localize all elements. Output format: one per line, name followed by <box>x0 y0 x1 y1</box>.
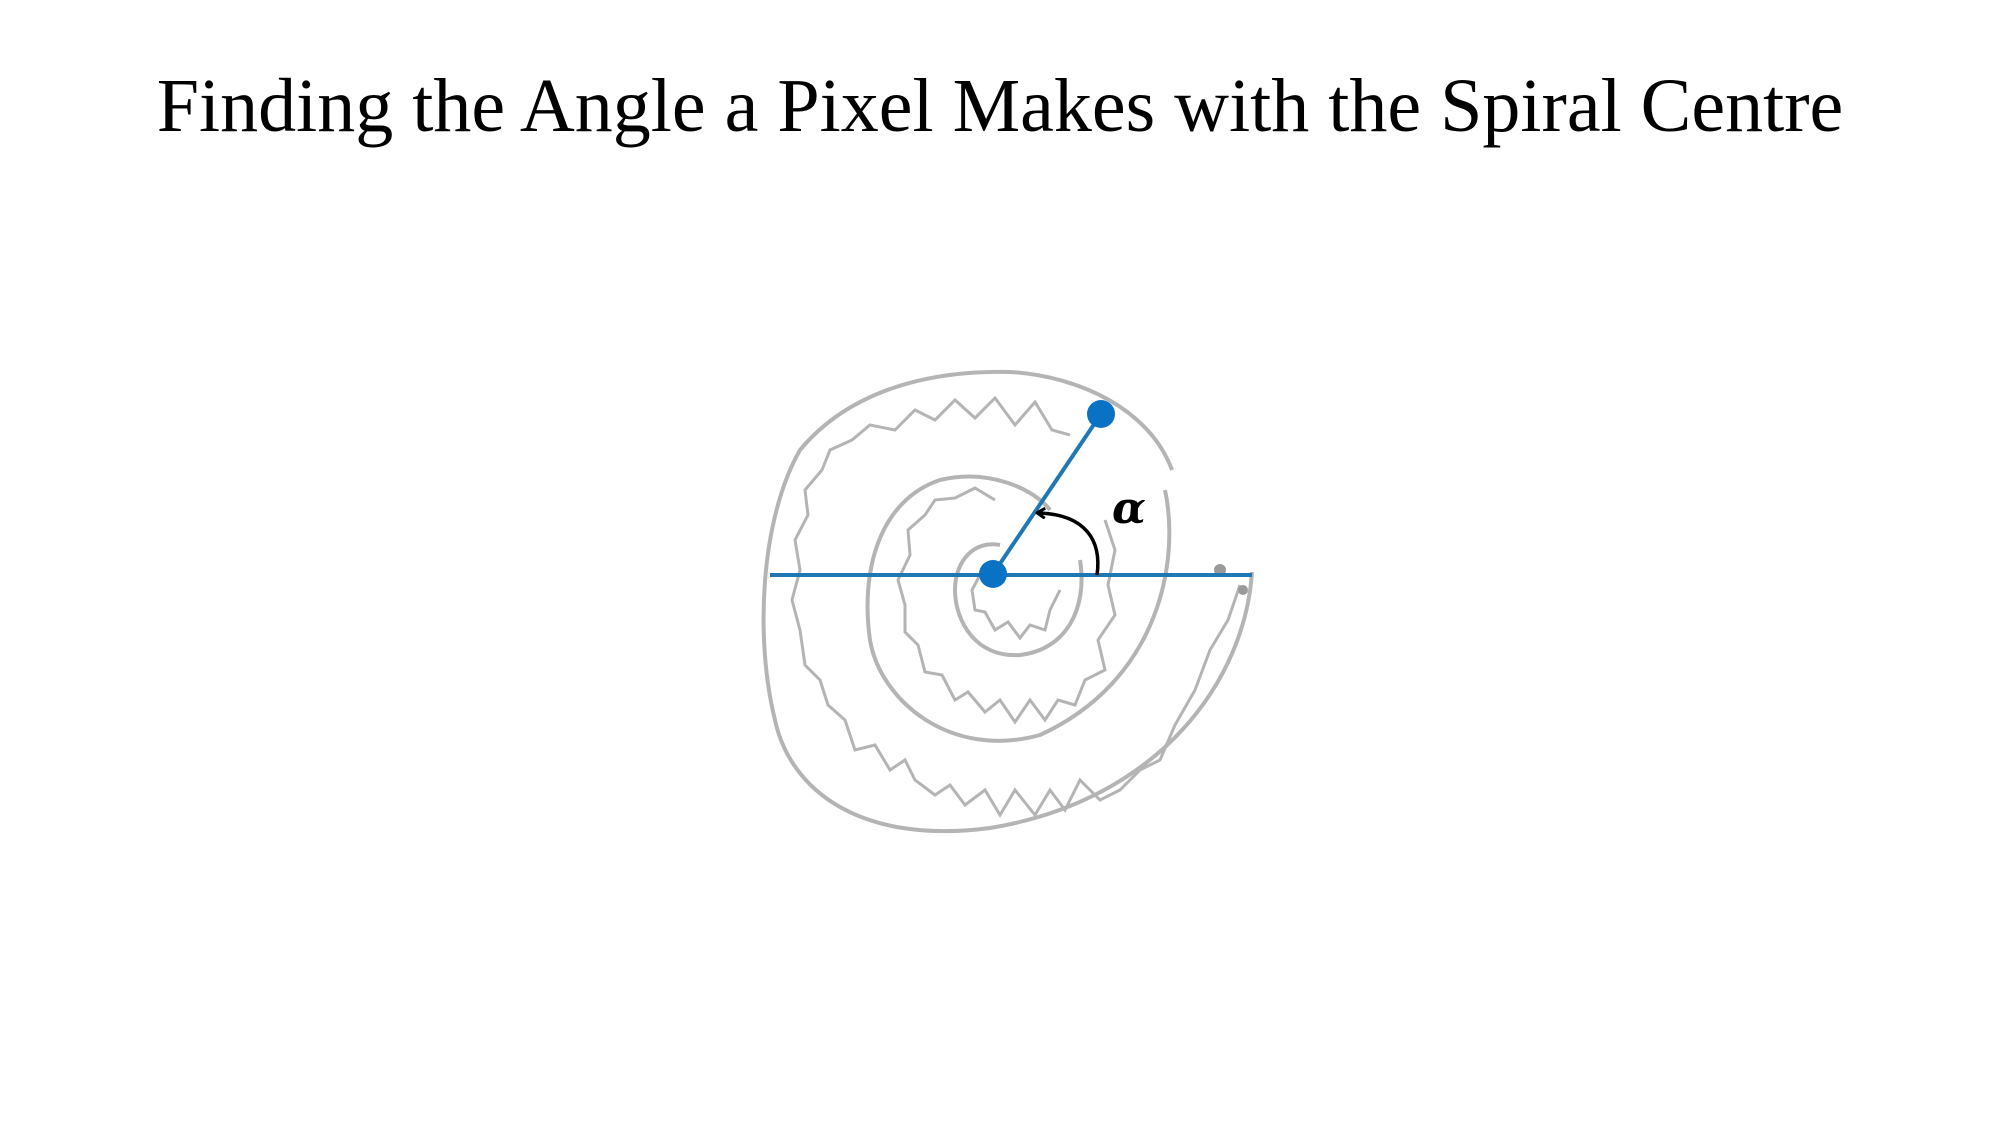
angle-label: α <box>1112 483 1146 534</box>
angle-arc-arrow <box>1040 513 1100 576</box>
spiral-drawing <box>761 369 1254 834</box>
radius-line <box>991 412 1103 576</box>
spiral-middle-wave <box>896 486 1117 725</box>
spiral-centre-point <box>979 560 1007 588</box>
spiral-outer-wave <box>790 395 1242 818</box>
spiral-inner-wave <box>970 574 1062 641</box>
slide-title: Finding the Angle a Pixel Makes with the… <box>156 64 1844 148</box>
spiral-middle-outline <box>865 474 1172 743</box>
pixel-point <box>1087 400 1115 428</box>
spiral-inner-outline <box>952 542 1084 658</box>
spiral-outer-outline <box>761 369 1254 834</box>
spiral-end-dot-2 <box>1238 585 1248 595</box>
